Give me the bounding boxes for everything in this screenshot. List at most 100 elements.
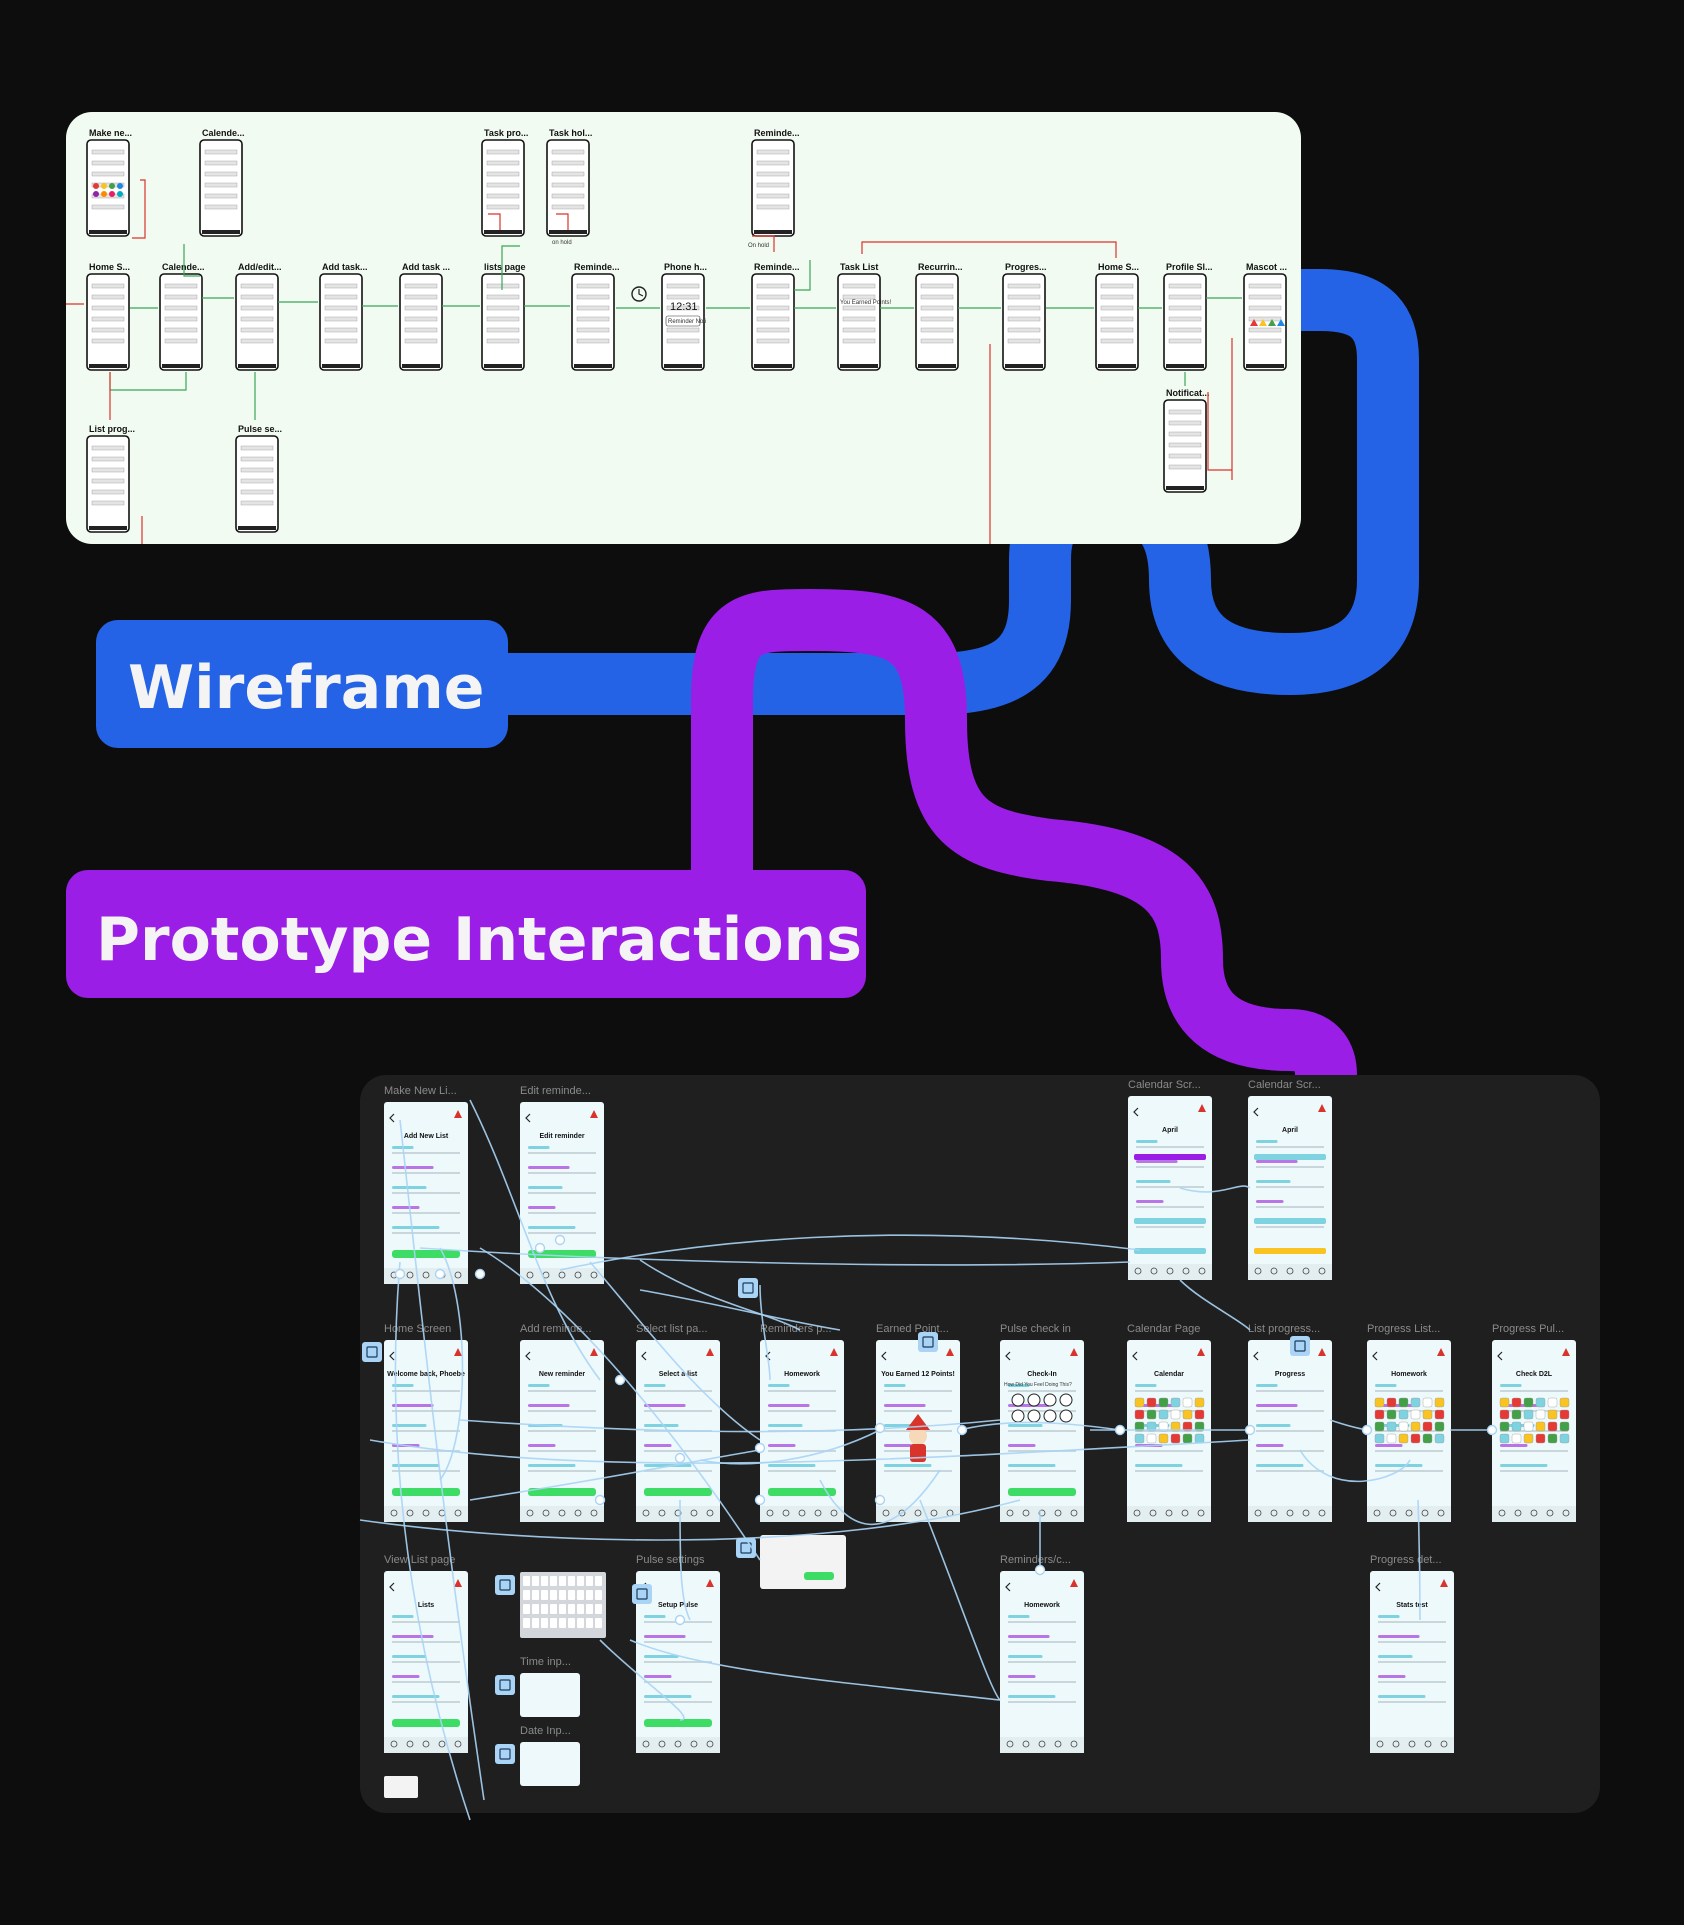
tab-icon[interactable] — [542, 1509, 550, 1517]
tab-icon[interactable] — [1006, 1740, 1014, 1748]
tab-icon[interactable] — [766, 1509, 774, 1517]
tab-icon[interactable] — [454, 1271, 462, 1279]
calendar-day[interactable] — [1134, 1409, 1145, 1420]
link-node[interactable] — [874, 1422, 886, 1434]
keyboard-key[interactable] — [541, 1604, 548, 1614]
tab-icon[interactable] — [526, 1271, 534, 1279]
tab-icon[interactable] — [1022, 1740, 1030, 1748]
emoji-option[interactable] — [1011, 1393, 1025, 1407]
calendar-day[interactable] — [1194, 1409, 1205, 1420]
calendar-day[interactable] — [1386, 1397, 1397, 1408]
tab-icon[interactable] — [882, 1509, 890, 1517]
link-node[interactable] — [614, 1374, 626, 1386]
calendar-day[interactable] — [1374, 1409, 1385, 1420]
tab-icon[interactable] — [1166, 1267, 1174, 1275]
calendar-day[interactable] — [1434, 1409, 1445, 1420]
tab-icon[interactable] — [590, 1509, 598, 1517]
calendar-day[interactable] — [1158, 1433, 1169, 1444]
calendar-day[interactable] — [1134, 1421, 1145, 1432]
keyboard-key[interactable] — [523, 1618, 530, 1628]
calendar-day[interactable] — [1182, 1421, 1193, 1432]
tab-icon[interactable] — [658, 1740, 666, 1748]
calendar-day[interactable] — [1511, 1409, 1522, 1420]
tab-icon[interactable] — [930, 1509, 938, 1517]
calendar-day[interactable] — [1499, 1433, 1510, 1444]
primary-action-button[interactable] — [768, 1488, 836, 1496]
keyboard-key[interactable] — [559, 1604, 566, 1614]
back-chevron-icon[interactable] — [1253, 1351, 1259, 1361]
tab-icon[interactable] — [1133, 1509, 1141, 1517]
wireframe-frame-make-new[interactable]: Make ne... — [86, 128, 132, 237]
tab-icon[interactable] — [1286, 1267, 1294, 1275]
calendar-day[interactable] — [1535, 1409, 1546, 1420]
keyboard-key[interactable] — [586, 1590, 593, 1600]
calendar-day[interactable] — [1434, 1397, 1445, 1408]
tab-icon[interactable] — [422, 1509, 430, 1517]
tab-icon[interactable] — [1302, 1509, 1310, 1517]
calendar-day[interactable] — [1410, 1409, 1421, 1420]
tab-icon[interactable] — [690, 1740, 698, 1748]
prototype-frame-list-progress[interactable]: List progress...Progress — [1248, 1323, 1332, 1522]
wireframe-frame-recurring[interactable]: Recurrin... — [915, 262, 963, 371]
tab-icon[interactable] — [1070, 1740, 1078, 1748]
calendar-day[interactable] — [1374, 1421, 1385, 1432]
tab-icon[interactable] — [1270, 1509, 1278, 1517]
wireframe-frame-reminder-mid2[interactable]: Reminde... — [751, 262, 800, 371]
back-chevron-icon[interactable] — [525, 1113, 531, 1123]
emoji-option[interactable] — [1027, 1409, 1041, 1423]
flow-start-icon[interactable] — [632, 1584, 652, 1604]
calendar-day[interactable] — [1194, 1433, 1205, 1444]
keyboard-key[interactable] — [550, 1576, 557, 1586]
tab-icon[interactable] — [454, 1740, 462, 1748]
emoji-option[interactable] — [1043, 1409, 1057, 1423]
link-node[interactable] — [674, 1452, 686, 1464]
calendar-day[interactable] — [1434, 1433, 1445, 1444]
tab-icon[interactable] — [1318, 1267, 1326, 1275]
tab-icon[interactable] — [1149, 1509, 1157, 1517]
calendar-day[interactable] — [1398, 1421, 1409, 1432]
link-node[interactable] — [394, 1268, 406, 1280]
tab-icon[interactable] — [1254, 1509, 1262, 1517]
tab-icon[interactable] — [798, 1509, 806, 1517]
calendar-event[interactable] — [1134, 1218, 1206, 1224]
tab-icon[interactable] — [1498, 1509, 1506, 1517]
calendar-day[interactable] — [1194, 1397, 1205, 1408]
calendar-day[interactable] — [1374, 1397, 1385, 1408]
keyboard-key[interactable] — [568, 1604, 575, 1614]
tab-icon[interactable] — [1437, 1509, 1445, 1517]
calendar-day[interactable] — [1511, 1421, 1522, 1432]
calendar-day[interactable] — [1535, 1433, 1546, 1444]
keyboard-key[interactable] — [523, 1590, 530, 1600]
prototype-frame-progress-pul[interactable]: Progress Pul...Check D2L — [1492, 1323, 1576, 1522]
calendar-event[interactable] — [1134, 1248, 1206, 1254]
link-node[interactable] — [434, 1268, 446, 1280]
flow-start-icon[interactable] — [362, 1342, 382, 1362]
calendar-day[interactable] — [1523, 1397, 1534, 1408]
keyboard-key[interactable] — [550, 1590, 557, 1600]
tab-icon[interactable] — [642, 1740, 650, 1748]
keyboard-key[interactable] — [541, 1618, 548, 1628]
calendar-day[interactable] — [1398, 1397, 1409, 1408]
tab-icon[interactable] — [1373, 1509, 1381, 1517]
wireframe-frame-mascot[interactable]: Mascot ... — [1243, 262, 1287, 371]
keyboard-key[interactable] — [586, 1576, 593, 1586]
calendar-day[interactable] — [1194, 1421, 1205, 1432]
back-chevron-icon[interactable] — [641, 1351, 647, 1361]
tab-icon[interactable] — [1424, 1740, 1432, 1748]
tab-icon[interactable] — [1286, 1509, 1294, 1517]
calendar-day[interactable] — [1386, 1409, 1397, 1420]
tab-icon[interactable] — [406, 1740, 414, 1748]
wireframe-frame-task-list[interactable]: Task List — [837, 262, 881, 371]
calendar-day[interactable] — [1535, 1421, 1546, 1432]
calendar-day[interactable] — [1559, 1421, 1570, 1432]
primary-action-button[interactable] — [392, 1488, 460, 1496]
tab-icon[interactable] — [898, 1509, 906, 1517]
tab-icon[interactable] — [674, 1509, 682, 1517]
tab-icon[interactable] — [1054, 1509, 1062, 1517]
prototype-frame-reminders-c[interactable]: Reminders/c...Homework — [1000, 1554, 1084, 1753]
link-node[interactable] — [1034, 1564, 1046, 1576]
flow-start-icon[interactable] — [495, 1675, 515, 1695]
calendar-day[interactable] — [1547, 1433, 1558, 1444]
calendar-day[interactable] — [1170, 1409, 1181, 1420]
